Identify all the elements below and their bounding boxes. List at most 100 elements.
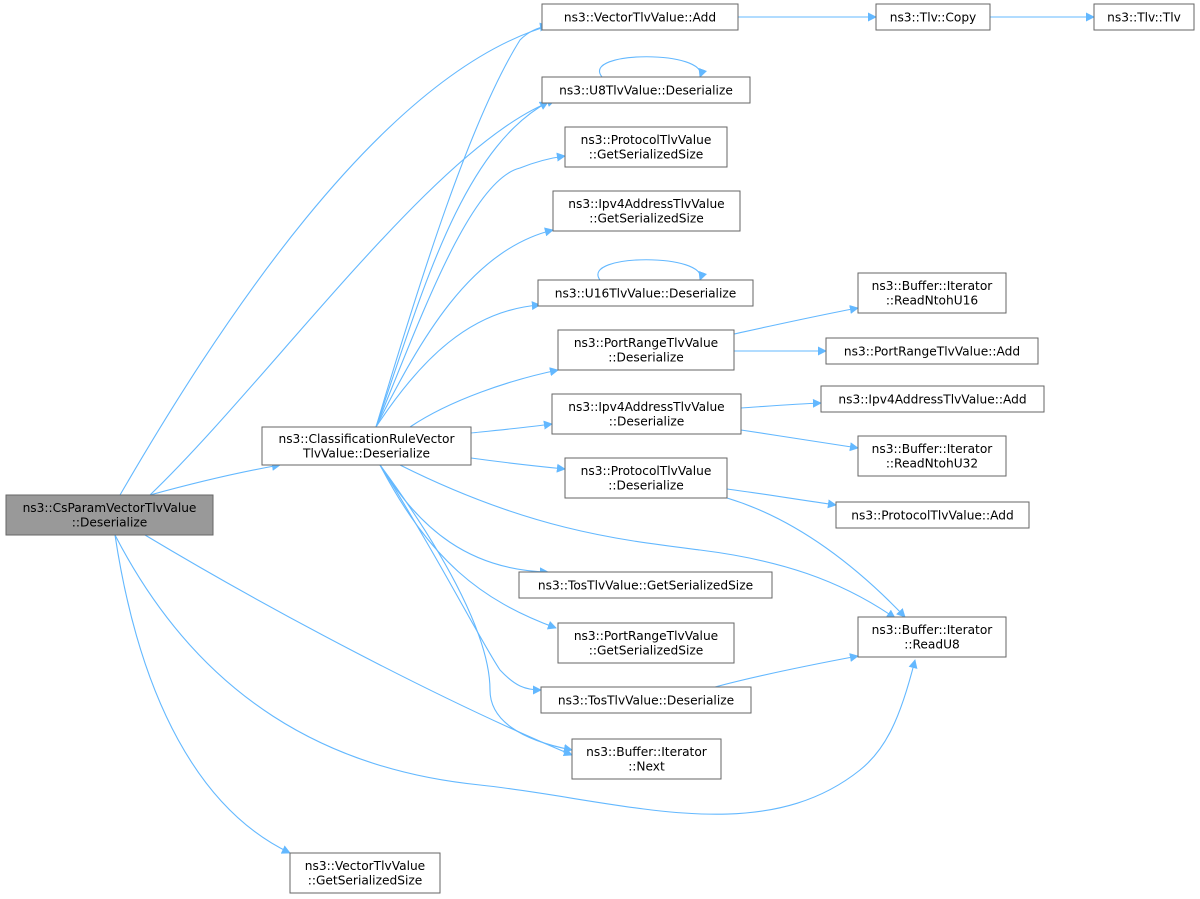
node-label-line: ns3::Ipv4AddressTlvValue::Add — [838, 392, 1026, 406]
node-box — [820, 385, 1045, 413]
node-box — [552, 190, 741, 232]
node-proto_add[interactable]: ns3::ProtocolTlvValue::Add — [835, 501, 1030, 529]
edges-layer — [114, 12, 1095, 854]
node-label-line: ns3::ProtocolTlvValue — [581, 464, 712, 478]
node-label-line: ns3::CsParamVectorTlvValue — [23, 501, 197, 515]
edge-crv_deser-to-pr_gss — [379, 464, 557, 630]
nodes-layer: ns3::CsParamVectorTlvValue::Deserializen… — [5, 3, 1195, 894]
node-buf_u32[interactable]: ns3::Buffer::Iterator::ReadNtohU32 — [857, 435, 1007, 477]
node-label-line: ::GetSerializedSize — [589, 212, 703, 226]
edge-proto_deser-to-proto_add — [726, 488, 837, 509]
node-ipv4_add[interactable]: ns3::Ipv4AddressTlvValue::Add — [820, 385, 1045, 413]
edge-root-to-buf_next — [144, 534, 573, 757]
node-label-line: ns3::TosTlvValue::Deserialize — [558, 693, 734, 707]
node-label-line: ::Deserialize — [72, 516, 147, 530]
node-tos_deser[interactable]: ns3::TosTlvValue::Deserialize — [540, 686, 752, 714]
edge-crv_deser-to-u8_deser — [375, 101, 549, 428]
node-vtv_gss[interactable]: ns3::VectorTlvValue::GetSerializedSize — [289, 852, 441, 894]
edge-root-to-crv_deser — [149, 461, 281, 496]
node-label-line: ::Deserialize — [608, 479, 683, 493]
node-box — [541, 3, 739, 31]
node-label-line: ns3::Ipv4AddressTlvValue — [568, 197, 724, 211]
node-label-line: ::GetSerializedSize — [589, 644, 703, 658]
node-box — [5, 494, 214, 536]
edge-root-to-vtv_add — [119, 21, 556, 496]
node-proto_gss[interactable]: ns3::ProtocolTlvValue::GetSerializedSize — [564, 126, 728, 168]
node-box — [537, 279, 754, 307]
node-box — [289, 852, 441, 894]
node-buf_u16[interactable]: ns3::Buffer::Iterator::ReadNtohU16 — [857, 272, 1007, 314]
node-label-line: ns3::Tlv::Copy — [890, 10, 977, 24]
edge-crv_deser-to-tos_gss — [379, 464, 549, 577]
node-label-line: ns3::ProtocolTlvValue — [581, 133, 712, 147]
node-box — [540, 686, 752, 714]
node-box — [875, 3, 991, 31]
node-box — [557, 622, 735, 664]
edge-crv_deser-to-buf_next — [379, 464, 573, 753]
node-ipv4_gss[interactable]: ns3::Ipv4AddressTlvValue::GetSerializedS… — [552, 190, 741, 232]
node-box — [857, 616, 1007, 658]
edge-crv_deser-to-vtv_add — [375, 22, 549, 428]
node-box — [857, 272, 1007, 314]
node-label-line: ns3::Buffer::Iterator — [872, 279, 994, 293]
node-label-line: ::GetSerializedSize — [308, 874, 422, 888]
node-crv_deser[interactable]: ns3::ClassificationRuleVectorTlvValue::D… — [261, 426, 472, 466]
node-pr_add[interactable]: ns3::PortRangeTlvValue::Add — [825, 337, 1039, 365]
node-proto_deser[interactable]: ns3::ProtocolTlvValue::Deserialize — [564, 457, 728, 499]
node-label-line: ns3::Buffer::Iterator — [872, 623, 994, 637]
node-box — [857, 435, 1007, 477]
node-box — [551, 393, 742, 435]
node-box — [571, 738, 722, 780]
node-tos_gss[interactable]: ns3::TosTlvValue::GetSerializedSize — [518, 571, 773, 599]
edge-crv_deser-to-tos_deser — [379, 464, 542, 695]
node-label-line: ::Deserialize — [609, 415, 684, 429]
node-label-line: ns3::PortRangeTlvValue::Add — [844, 344, 1020, 358]
node-label-line: ::ReadNtohU16 — [886, 294, 978, 308]
edge-root-to-buf_u8 — [114, 534, 918, 815]
node-buf_u8[interactable]: ns3::Buffer::Iterator::ReadU8 — [857, 616, 1007, 658]
node-label-line: ns3::TosTlvValue::GetSerializedSize — [538, 578, 753, 592]
node-label-line: ::ReadNtohU32 — [886, 457, 978, 471]
node-label-line: ns3::Ipv4AddressTlvValue — [568, 400, 724, 414]
node-label-line: TlvValue::Deserialize — [302, 447, 430, 461]
edge-root-to-u8_deser — [149, 98, 556, 496]
node-label-line: ns3::PortRangeTlvValue — [574, 629, 718, 643]
node-label-line: ns3::PortRangeTlvValue — [574, 336, 718, 350]
node-root[interactable]: ns3::CsParamVectorTlvValue::Deserialize — [5, 494, 214, 536]
node-box — [518, 571, 773, 599]
node-box — [564, 126, 728, 168]
node-label-line: ns3::ClassificationRuleVector — [278, 432, 455, 446]
edge-root-to-vtv_gss — [114, 534, 291, 854]
edge-crv_deser-to-proto_gss — [375, 152, 566, 428]
edge-u8_deser-to-u8_deser — [598, 56, 708, 78]
node-u16_deser[interactable]: ns3::U16TlvValue::Deserialize — [537, 279, 754, 307]
node-box — [564, 457, 728, 499]
edge-crv_deser-to-u16_deser — [375, 301, 541, 428]
node-box — [541, 76, 751, 104]
node-u8_deser[interactable]: ns3::U8TlvValue::Deserialize — [541, 76, 751, 104]
node-vtv_add[interactable]: ns3::VectorTlvValue::Add — [541, 3, 739, 31]
node-pr_deser[interactable]: ns3::PortRangeTlvValue::Deserialize — [557, 329, 735, 371]
node-label-line: ::GetSerializedSize — [589, 148, 703, 162]
edge-crv_deser-to-proto_deser — [470, 457, 566, 473]
node-box — [261, 426, 472, 466]
edge-crv_deser-to-buf_u8 — [399, 464, 896, 619]
node-pr_gss[interactable]: ns3::PortRangeTlvValue::GetSerializedSiz… — [557, 622, 735, 664]
edge-crv_deser-to-ipv4_gss — [375, 227, 554, 428]
node-tlv_tlv[interactable]: ns3::Tlv::Tlv — [1093, 3, 1195, 31]
node-label-line: ::Deserialize — [608, 351, 683, 365]
edge-proto_deser-to-buf_u8 — [726, 497, 906, 618]
node-label-line: ns3::Buffer::Iterator — [872, 442, 994, 456]
node-tlv_copy[interactable]: ns3::Tlv::Copy — [875, 3, 991, 31]
node-label-line: ns3::U16TlvValue::Deserialize — [555, 286, 736, 300]
node-label-line: ns3::Buffer::Iterator — [586, 745, 708, 759]
node-box — [557, 329, 735, 371]
edge-ipv4_deser-to-buf_u32 — [740, 429, 859, 452]
node-label-line: ns3::ProtocolTlvValue::Add — [851, 508, 1013, 522]
node-ipv4_deser[interactable]: ns3::Ipv4AddressTlvValue::Deserialize — [551, 393, 742, 435]
node-box — [835, 501, 1030, 529]
edge-crv_deser-to-ipv4_deser — [470, 420, 553, 434]
node-buf_next[interactable]: ns3::Buffer::Iterator::Next — [571, 738, 722, 780]
node-box — [825, 337, 1039, 365]
